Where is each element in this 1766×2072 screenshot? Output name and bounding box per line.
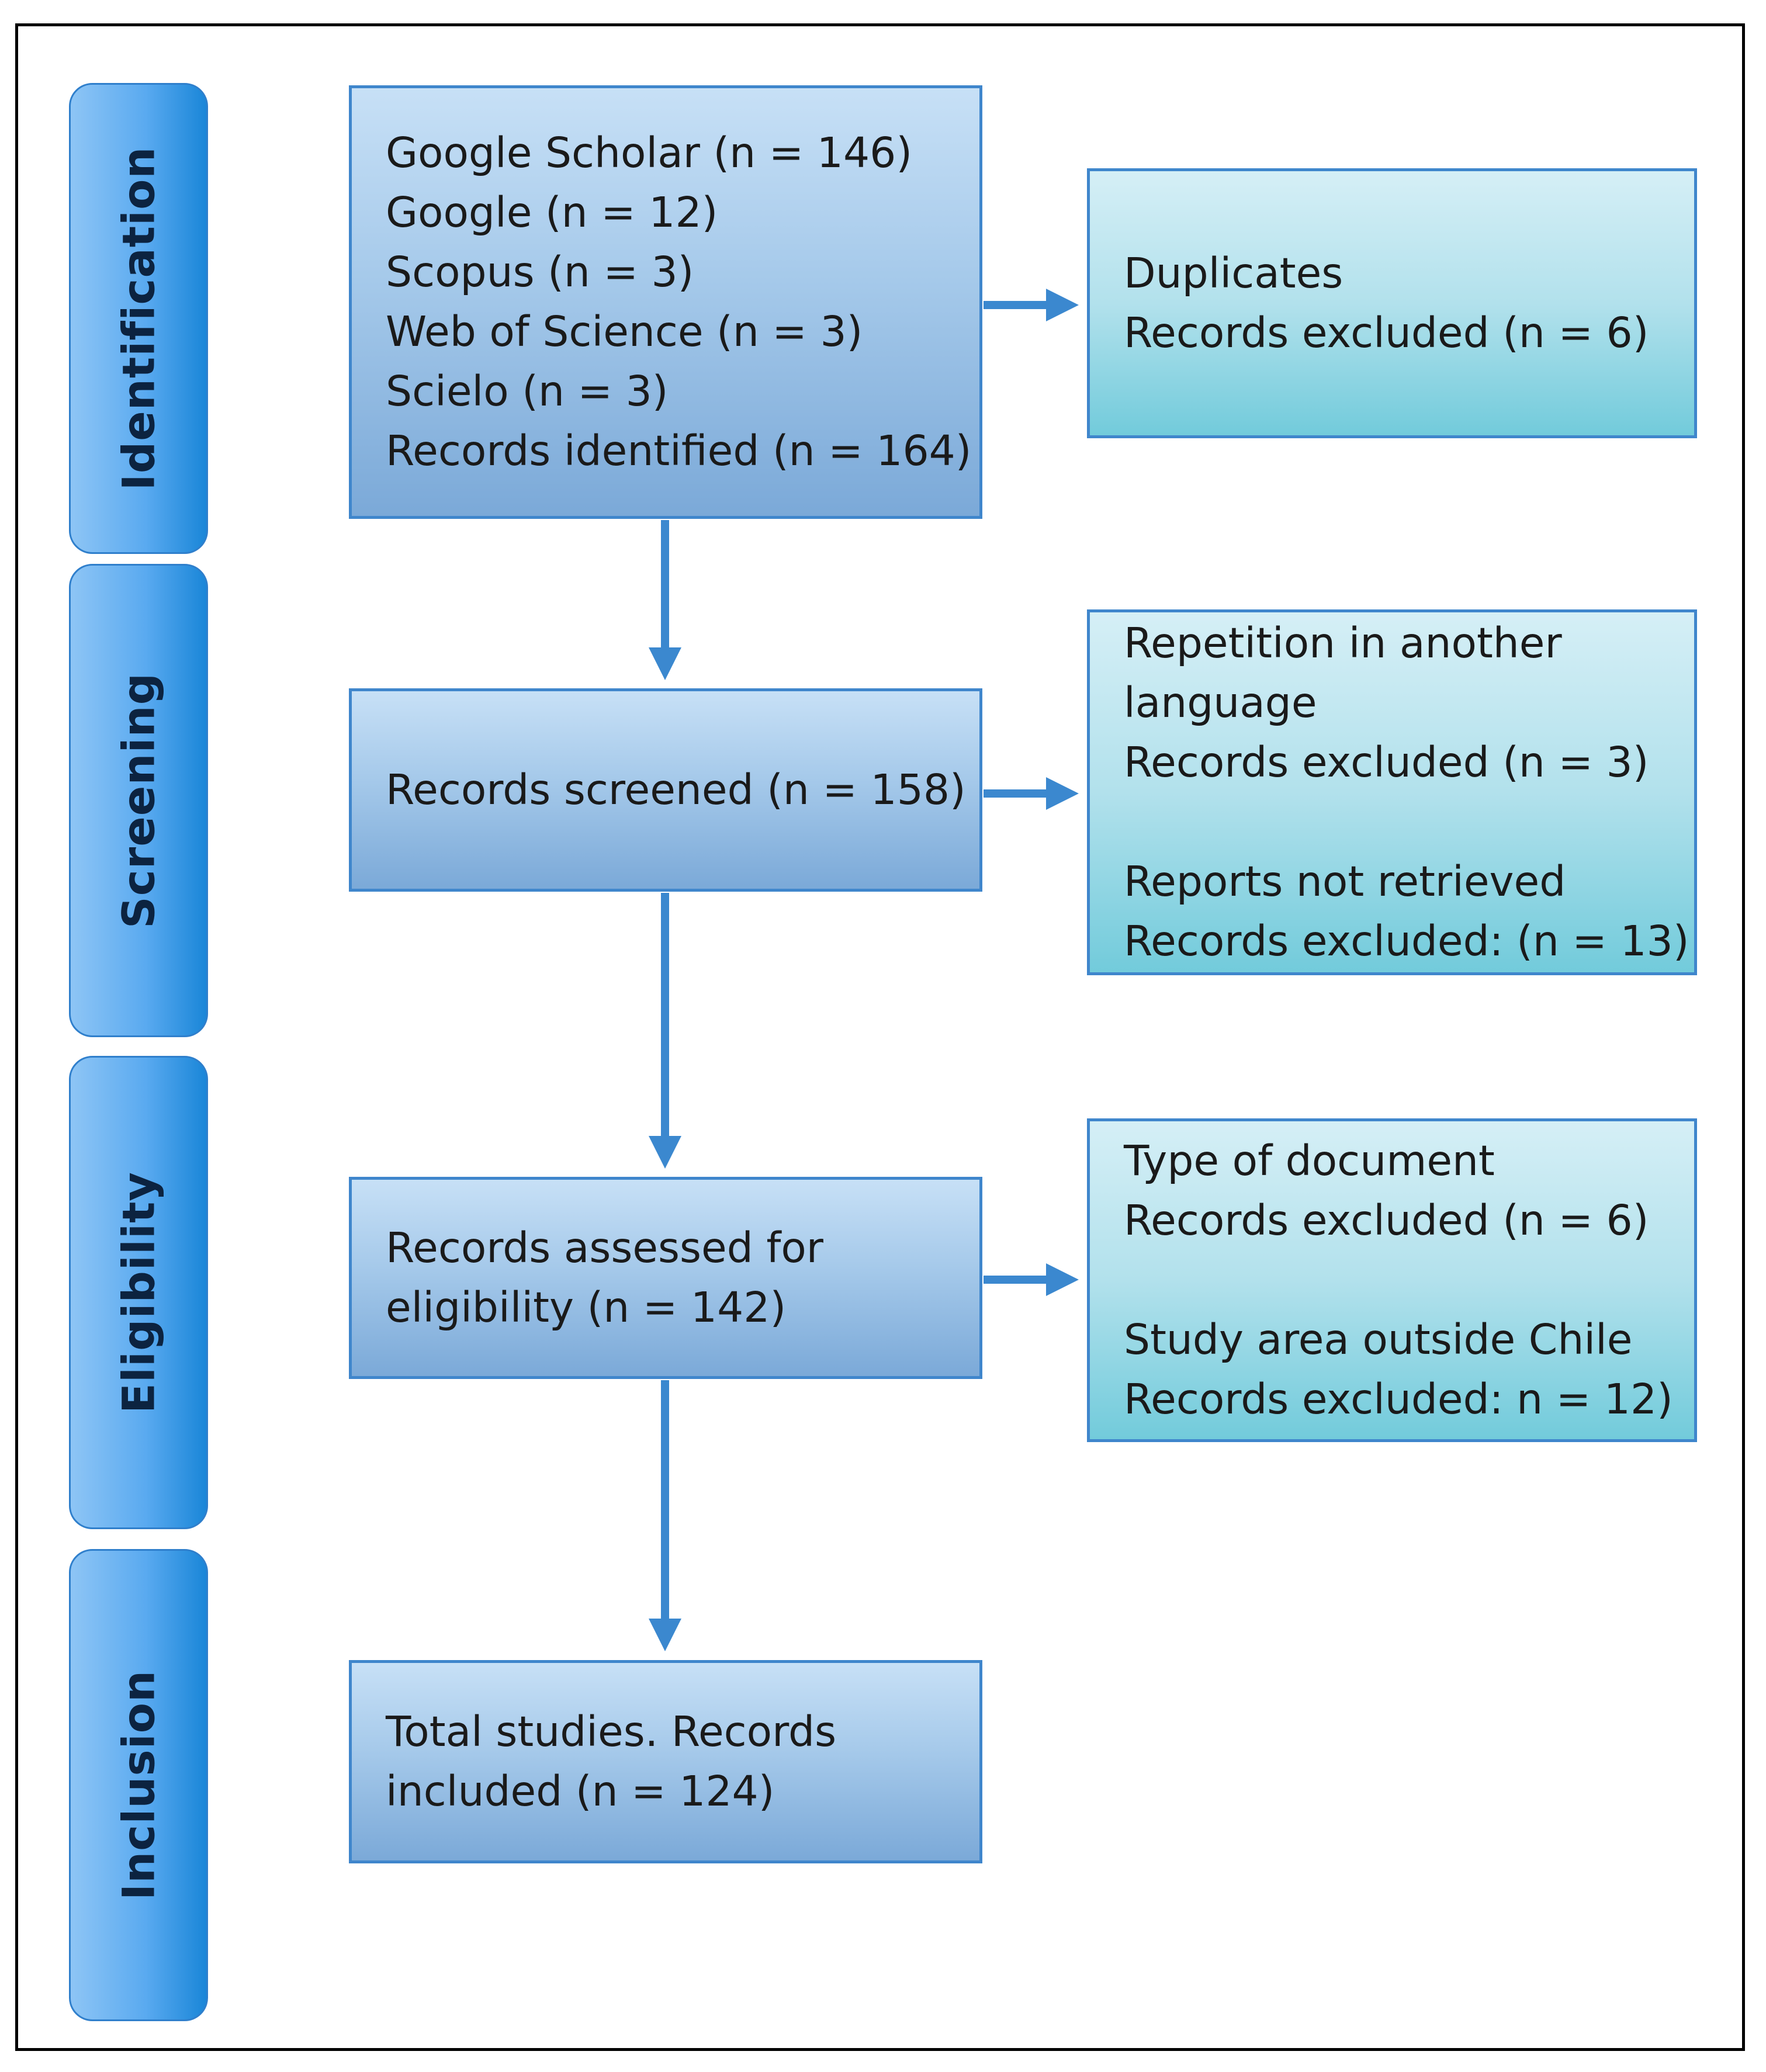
exclusion-line: Study area outside Chile — [1124, 1315, 1633, 1364]
screening-line: Records screened (n = 158) — [386, 765, 966, 814]
phase-label-screening: Screening — [112, 672, 165, 929]
inclusion-line: Total studies. Records — [386, 1707, 837, 1756]
eligibility-exclusions-box: Type of document Records excluded (n = 6… — [1087, 1118, 1697, 1442]
exclusion-line: Records excluded (n = 3) — [1124, 738, 1649, 786]
duplicates-line: Records excluded (n = 6) — [1124, 309, 1649, 357]
duplicates-line: Duplicates — [1124, 249, 1343, 297]
duplicates-box: Duplicates Records excluded (n = 6) — [1087, 168, 1697, 438]
exclusion-line: Repetition in another — [1124, 619, 1562, 667]
screening-box: Records screened (n = 158) — [349, 688, 982, 892]
phase-screening: Screening — [69, 564, 208, 1037]
diagram-frame — [15, 23, 1745, 2051]
exclusion-line: Records excluded (n = 6) — [1124, 1196, 1649, 1245]
phase-label-eligibility: Eligibility — [112, 1172, 165, 1413]
phase-eligibility: Eligibility — [69, 1056, 208, 1529]
inclusion-line: included (n = 124) — [386, 1767, 775, 1815]
phase-label-inclusion: Inclusion — [112, 1669, 165, 1901]
phase-label-identification: Identification — [112, 146, 165, 491]
eligibility-box: Records assessed for eligibility (n = 14… — [349, 1177, 982, 1379]
exclusion-line: language — [1124, 678, 1317, 727]
phase-inclusion: Inclusion — [69, 1549, 208, 2021]
identification-line: Google Scholar (n = 146) — [386, 129, 913, 177]
exclusion-spacer — [1124, 1250, 1677, 1310]
identification-line: Web of Science (n = 3) — [386, 307, 863, 356]
inclusion-box: Total studies. Records included (n = 124… — [349, 1660, 982, 1863]
eligibility-line: Records assessed for — [386, 1224, 823, 1272]
exclusion-line: Records excluded: (n = 13) — [1124, 917, 1689, 965]
identification-line: Records identified (n = 164) — [386, 427, 972, 475]
identification-line: Scopus (n = 3) — [386, 248, 694, 296]
eligibility-line: eligibility (n = 142) — [386, 1283, 787, 1332]
identification-line: Scielo (n = 3) — [386, 367, 669, 415]
exclusion-line: Reports not retrieved — [1124, 857, 1566, 906]
screening-exclusions-box: Repetition in another language Records e… — [1087, 609, 1697, 975]
exclusion-line: Type of document — [1124, 1137, 1495, 1185]
exclusion-spacer — [1124, 792, 1677, 852]
identification-line: Google (n = 12) — [386, 188, 718, 237]
identification-box: Google Scholar (n = 146) Google (n = 12)… — [349, 85, 982, 519]
exclusion-line: Records excluded: n = 12) — [1124, 1375, 1673, 1423]
phase-identification: Identification — [69, 83, 208, 554]
